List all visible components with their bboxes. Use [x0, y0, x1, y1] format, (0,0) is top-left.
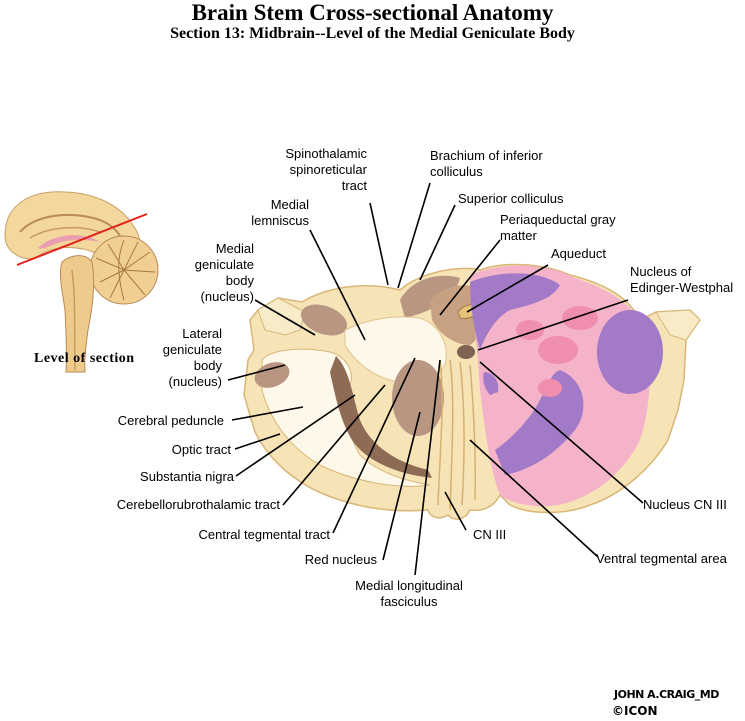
- midbrain-cross-section: [243, 263, 701, 520]
- artist-signature: JOHN A.CRAIG_MD: [614, 688, 719, 701]
- label-nucleus-cn-iii: Nucleus CN III: [643, 497, 727, 512]
- label-central-tegmental-tract: Central tegmental tract: [198, 527, 330, 542]
- label-red-nucleus: Red nucleus: [304, 552, 377, 567]
- label-cerebellorubrothalamic-tract: Cerebellorubrothalamic tract: [116, 497, 280, 512]
- sagittal-brain-inset: [4, 191, 159, 373]
- label-brachium-inferior-colliculus: Brachium of inferior colliculus: [430, 148, 543, 179]
- page-subtitle: Section 13: Midbrain--Level of the Media…: [170, 25, 575, 42]
- label-spinothalamic-tract: Spinothalamic spinoreticular tract: [285, 146, 367, 193]
- label-optic-tract: Optic tract: [171, 442, 231, 457]
- label-medial-longitudinal-fasciculus: Medial longitudinal fasciculus: [355, 578, 463, 609]
- label-periaqueductal-gray: Periaqueductal gray matter: [500, 212, 616, 243]
- label-edinger-westphal: Nucleus of Edinger-Westphal: [630, 264, 734, 295]
- label-substantia-nigra: Substantia nigra: [140, 469, 234, 484]
- publisher-logo: ©ICON: [612, 704, 658, 718]
- label-lateral-geniculate-body: Lateral geniculate body (nucleus): [162, 326, 222, 389]
- label-cn-iii: CN III: [473, 527, 507, 542]
- label-medial-lemniscus: Medial lemniscus: [251, 197, 309, 228]
- inset-caption: Level of section: [34, 351, 135, 366]
- page-title: Brain Stem Cross-sectional Anatomy: [191, 0, 554, 25]
- leader-lines: [227, 182, 644, 576]
- level-of-section-line: [16, 213, 148, 266]
- label-superior-colliculus: Superior colliculus: [458, 191, 564, 206]
- label-ventral-tegmental-area: Ventral tegmental area: [596, 551, 727, 566]
- label-cerebral-peduncle: Cerebral peduncle: [117, 413, 224, 428]
- label-medial-geniculate-body: Medial geniculate body (nucleus): [194, 241, 254, 304]
- label-aqueduct: Aqueduct: [551, 246, 606, 261]
